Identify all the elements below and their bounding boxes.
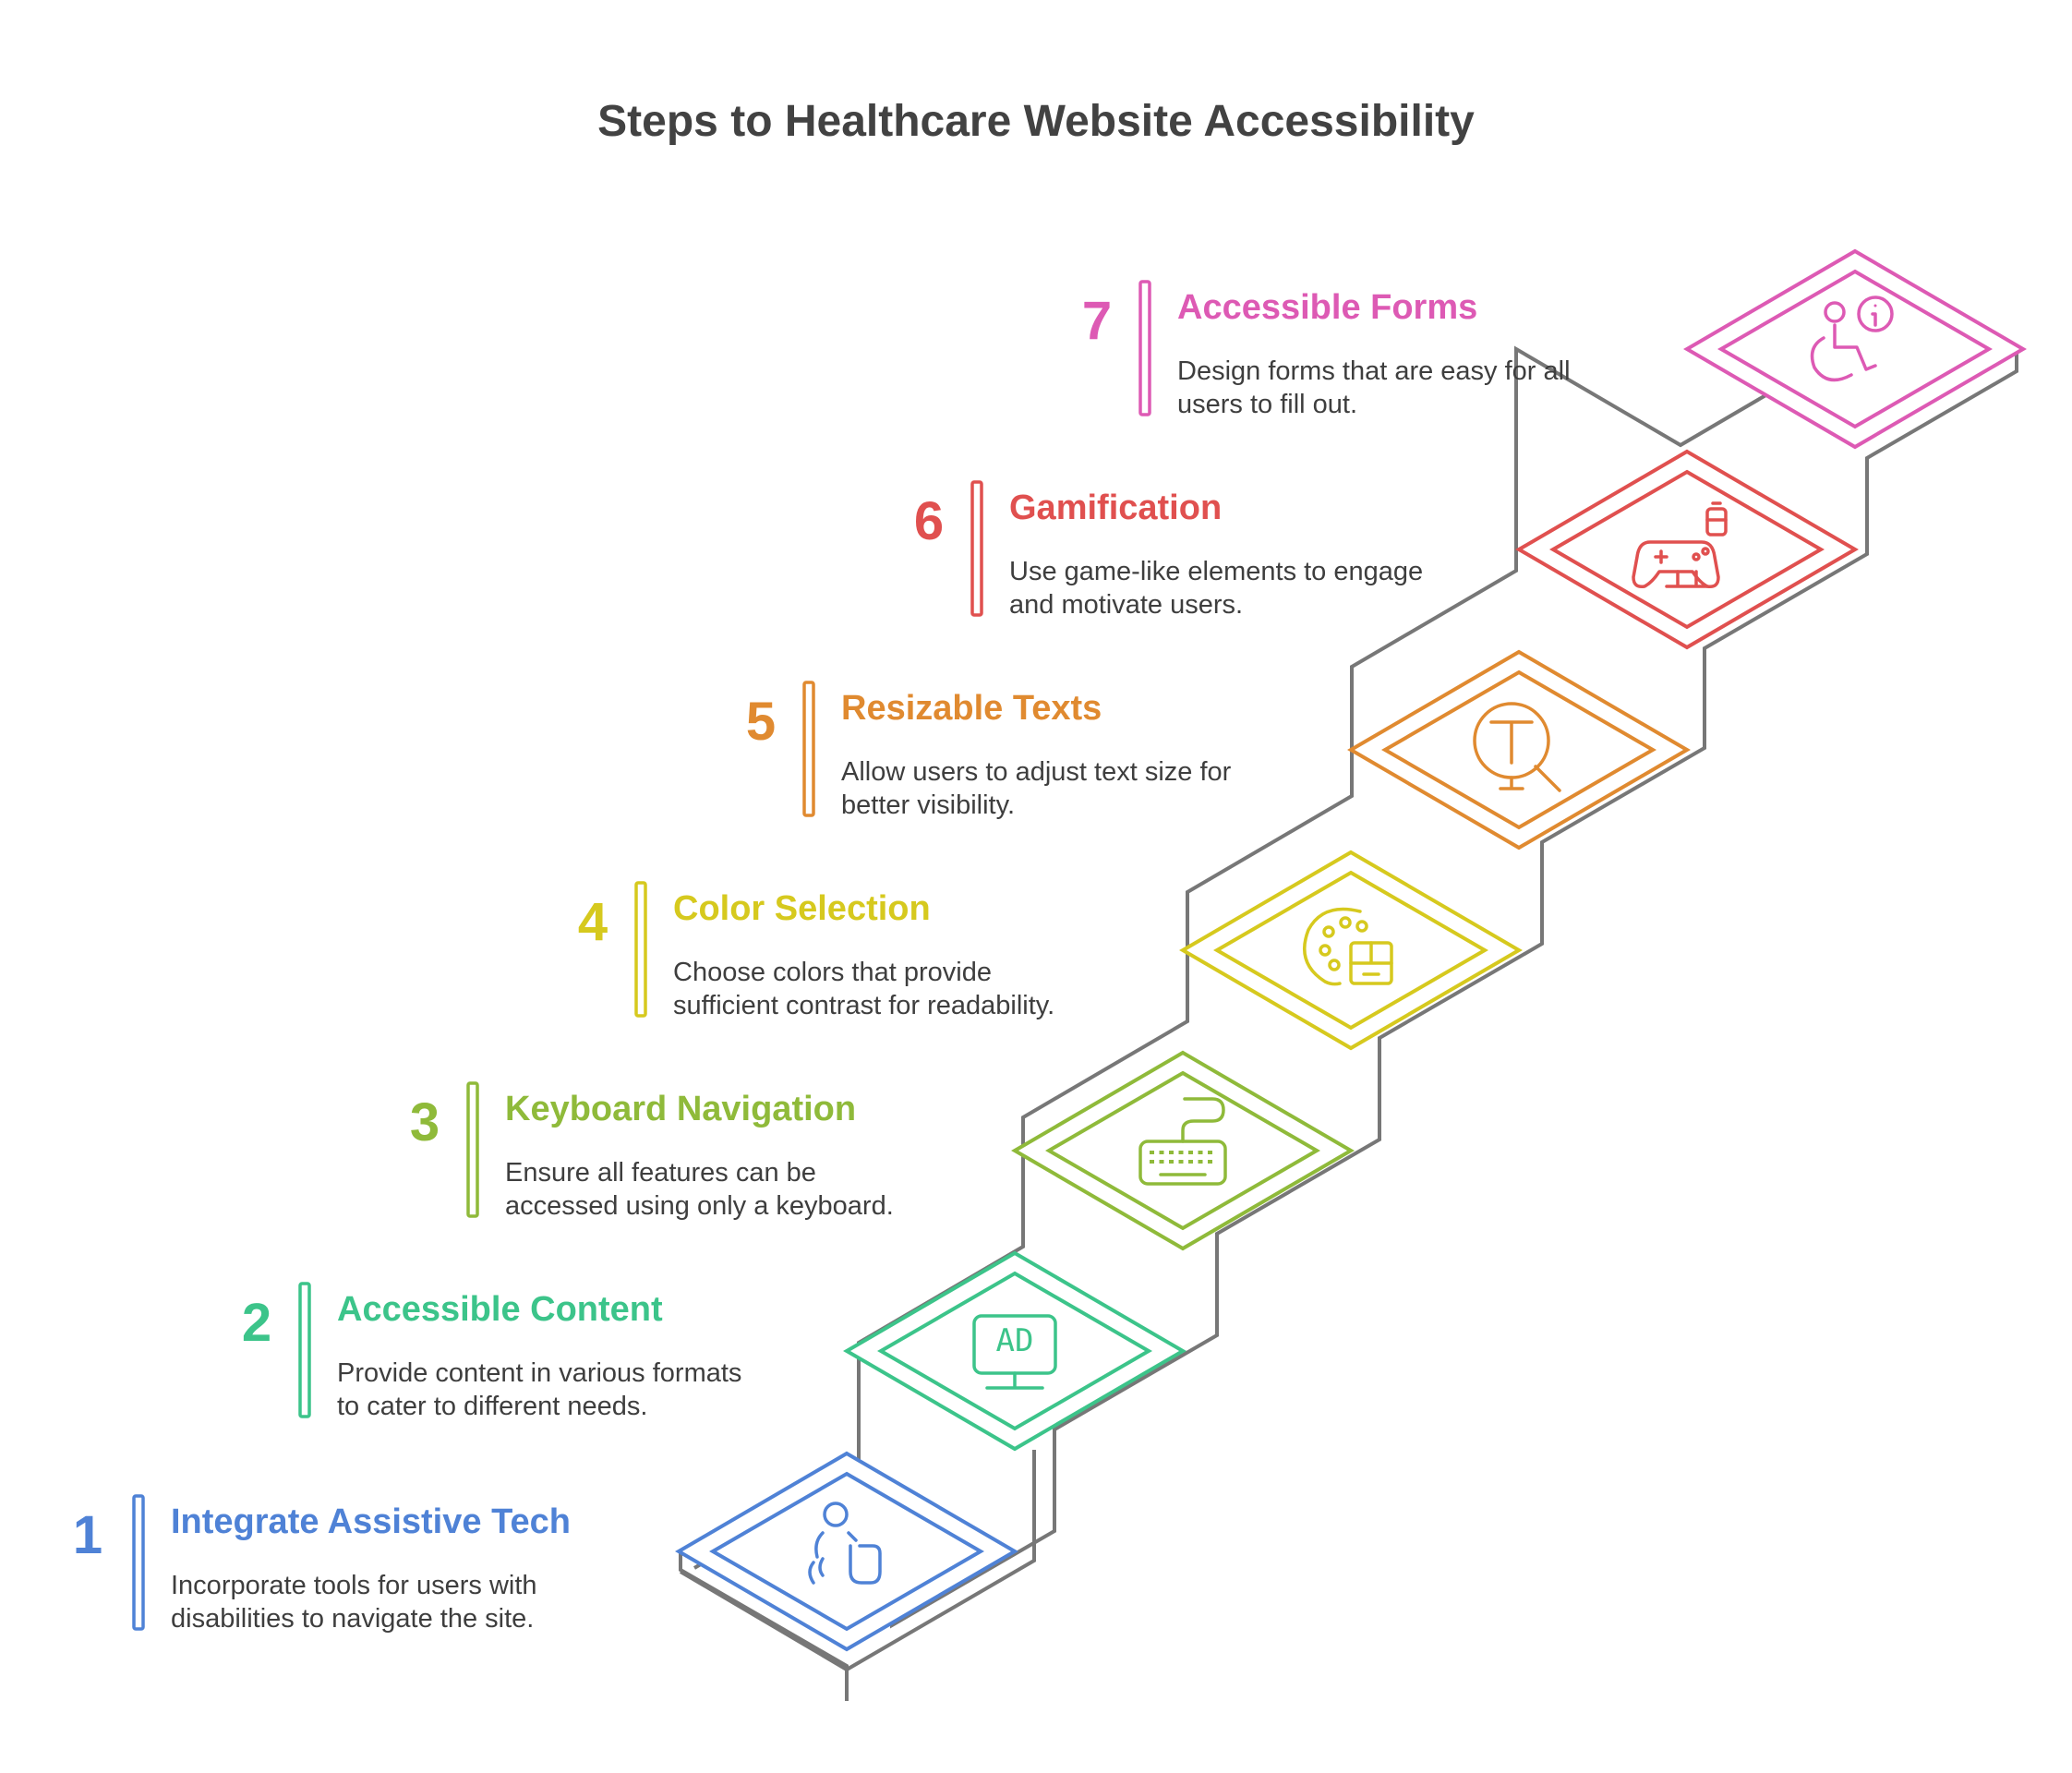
step-title: Color Selection bbox=[673, 889, 931, 928]
step-description-line-2: and motivate users. bbox=[1009, 590, 1243, 620]
step-number: 6 bbox=[914, 491, 944, 551]
step-description-line-1: Incorporate tools for users with bbox=[171, 1571, 537, 1600]
svg-text:AD: AD bbox=[996, 1322, 1034, 1359]
step-title: Gamification bbox=[1009, 488, 1222, 527]
step-description-line-1: Provide content in various formats bbox=[337, 1358, 741, 1388]
step-accent-bar bbox=[634, 881, 647, 1018]
game-controller-icon bbox=[1632, 501, 1728, 589]
step-number: 1 bbox=[73, 1505, 102, 1565]
step-description-line-1: Use game-like elements to engage bbox=[1009, 557, 1423, 586]
step-title: Keyboard Navigation bbox=[505, 1090, 856, 1128]
step-diamond-outer bbox=[1683, 248, 2027, 450]
step-description-line-2: better visibility. bbox=[841, 790, 1015, 820]
step-number: 7 bbox=[1082, 291, 1112, 351]
step-diamond-inner bbox=[1549, 469, 1825, 630]
step-diamond-inner bbox=[1045, 1070, 1320, 1231]
step-description-line-1: Design forms that are easy for all bbox=[1177, 356, 1571, 386]
step-number: 4 bbox=[578, 892, 608, 952]
step-number: 3 bbox=[410, 1092, 440, 1152]
step-description-line-2: disabilities to navigate the site. bbox=[171, 1604, 534, 1634]
step-accent-bar bbox=[298, 1282, 311, 1418]
step-description-line-1: Ensure all features can be bbox=[505, 1158, 816, 1188]
color-palette-icon bbox=[1303, 907, 1393, 986]
step-description-line-1: Choose colors that provide bbox=[673, 958, 992, 987]
step-number: 5 bbox=[746, 692, 776, 752]
step-description-line-2: users to fill out. bbox=[1177, 390, 1357, 419]
step-description-line-1: Allow users to adjust text size for bbox=[841, 757, 1232, 787]
step-diamond-inner bbox=[1717, 269, 1993, 429]
step-accent-bar bbox=[970, 480, 983, 617]
step-accent-bar bbox=[802, 681, 815, 817]
step-diamond-inner bbox=[709, 1471, 984, 1632]
step-number: 2 bbox=[242, 1293, 271, 1353]
step-description-line-2: sufficient contrast for readability. bbox=[673, 991, 1054, 1020]
step-diamond-outer bbox=[675, 1451, 1018, 1652]
step-description-line-2: to cater to different needs. bbox=[337, 1392, 647, 1421]
step-diamond-outer bbox=[1515, 449, 1859, 650]
assistive-touch-icon bbox=[808, 1502, 882, 1585]
step-title: Accessible Content bbox=[337, 1290, 663, 1329]
diagram-title: Steps to Healthcare Website Accessibilit… bbox=[597, 97, 1475, 146]
step-description-line-2: accessed using only a keyboard. bbox=[505, 1191, 894, 1221]
step-diamond-inner bbox=[1381, 669, 1656, 830]
wheelchair-info-icon bbox=[1810, 296, 1894, 382]
step-accent-bar bbox=[466, 1081, 479, 1218]
ad-monitor-icon: AD bbox=[972, 1314, 1057, 1390]
step-accent-bar bbox=[1138, 280, 1151, 416]
step-accent-bar bbox=[132, 1494, 145, 1631]
step-diamond-outer bbox=[1347, 649, 1691, 850]
keyboard-icon bbox=[1138, 1097, 1227, 1186]
step-diamond-outer bbox=[843, 1250, 1187, 1452]
step-diamond-inner bbox=[877, 1271, 1152, 1431]
step-diamond-inner bbox=[1213, 870, 1488, 1031]
step-title: Integrate Assistive Tech bbox=[171, 1502, 571, 1541]
step-title: Resizable Texts bbox=[841, 689, 1102, 728]
step-title: Accessible Forms bbox=[1177, 288, 1477, 327]
text-zoom-icon bbox=[1473, 702, 1561, 792]
